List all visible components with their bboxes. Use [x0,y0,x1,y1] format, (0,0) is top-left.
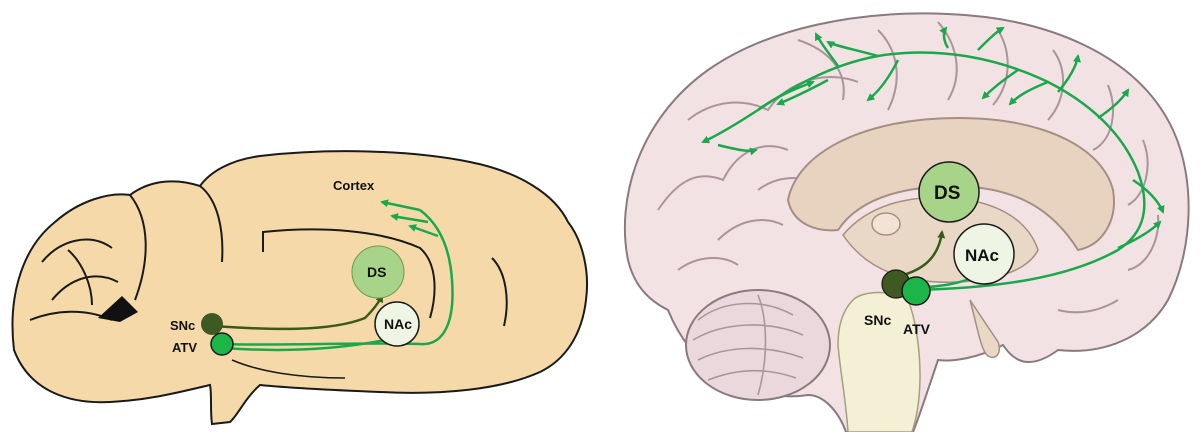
atv-label: ATV [903,321,931,337]
snc-label: SNc [864,312,891,328]
cerebellum [686,290,830,400]
snc-node [201,313,223,335]
human-brain-diagram: DS NAc SNc ATV [598,0,1201,432]
cortex-label: Cortex [333,178,375,193]
atv-node [902,277,930,305]
nac-label: NAc [965,246,999,265]
atv-label: ATV [172,340,197,355]
human-brain-panel: DS NAc SNc ATV [598,0,1201,432]
rat-brain-diagram: Cortex DS NAc SNc ATV [0,0,598,432]
nac-label: NAc [384,316,412,332]
rat-brain-panel: Cortex DS NAc SNc ATV [0,0,598,432]
snc-label: SNc [170,318,195,333]
interthalamic-adhesion [872,213,900,235]
atv-node [211,333,233,355]
rat-brain-outline [13,151,588,424]
ds-label: DS [934,183,960,204]
ds-label: DS [367,264,386,280]
